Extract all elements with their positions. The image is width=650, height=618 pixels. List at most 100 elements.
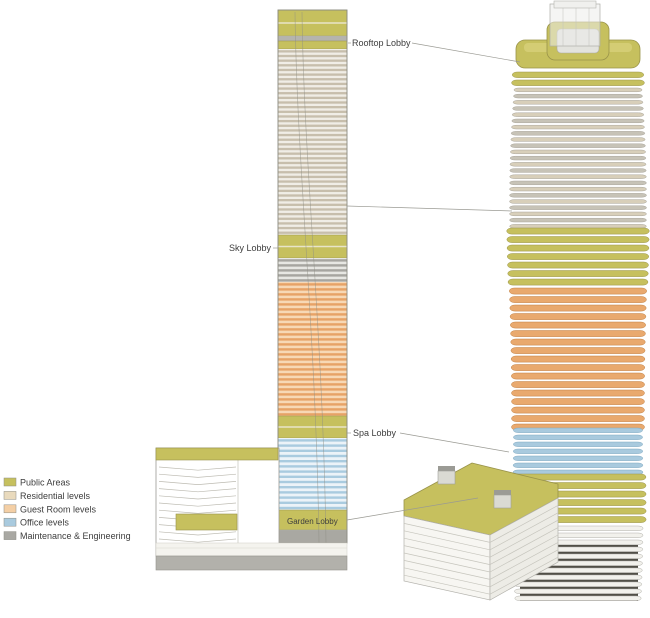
- axon-penthouse-top: [553, 0, 597, 9]
- floor-slab-guest: [509, 304, 647, 312]
- rooftop-leader-line: [411, 42, 521, 63]
- floor-slab-office: [513, 427, 643, 433]
- floor-slab-guest: [510, 364, 646, 371]
- floor-slab-residential: [509, 186, 647, 192]
- floor-slab-office: [512, 455, 644, 461]
- floor-slab-public: [507, 278, 649, 286]
- legend-label-guest: Guest Room levels: [20, 504, 97, 514]
- elevation-band-office: [278, 438, 347, 510]
- garden-leader-line: [346, 497, 479, 521]
- garden-lobby-label: Garden Lobby: [287, 517, 338, 526]
- floor-slab-residential: [509, 174, 647, 179]
- floor-slab-guest: [511, 389, 645, 397]
- legend-label-office: Office levels: [20, 518, 69, 528]
- floor-slab-public: [507, 270, 649, 277]
- floor-slab-residential: [509, 224, 647, 229]
- leader-lines: [273, 42, 521, 521]
- floor-slab-maintenance: [513, 581, 643, 587]
- tower-link-line: [346, 205, 513, 212]
- floor-slab-residential: [509, 162, 647, 167]
- floor-slab-guest: [510, 330, 646, 337]
- floor-slab-residential: [511, 124, 645, 130]
- floor-slab-maintenance: [514, 588, 642, 594]
- core-curve-line: [294, 11, 320, 544]
- floor-slab-guest: [509, 313, 647, 320]
- floor-slab-residential: [509, 217, 647, 223]
- floor-slab-guest: [510, 347, 646, 354]
- elevation-band-maintenance: [277, 529, 348, 544]
- floor-slab-residential: [509, 205, 647, 210]
- floor-slab-residential: [509, 155, 647, 161]
- floor-slab-residential: [512, 100, 644, 105]
- legend-label-public: Public Areas: [20, 478, 71, 488]
- roof-box-top: [494, 490, 511, 497]
- floor-slab-public: [507, 253, 649, 260]
- roof-box: [437, 470, 456, 485]
- legend-swatch-residential: [3, 491, 17, 500]
- floor-slab-guest: [511, 398, 645, 405]
- legend-swatch-office: [3, 517, 17, 527]
- floor-slab-public: [506, 236, 650, 243]
- rooftop-lobby-label: Rooftop Lobby: [352, 38, 411, 48]
- elevation-tower-view: [277, 9, 348, 544]
- ground-floor-band: [155, 542, 348, 557]
- podium-public-block: [175, 513, 238, 531]
- podium-face-right: [489, 497, 559, 601]
- floor-slab-residential: [511, 118, 645, 124]
- floor-slab-residential: [510, 143, 646, 148]
- elevation-band-public: [277, 40, 348, 50]
- floor-slab-guest: [511, 406, 645, 414]
- legend-swatch-public: [3, 477, 17, 487]
- core-curve-line: [301, 11, 327, 544]
- elevation-podium: [155, 447, 348, 571]
- floor-slab-residential: [509, 193, 647, 198]
- floor-slab-office: [513, 448, 643, 454]
- floor-slab-residential: [510, 149, 646, 155]
- floor-slab-maintenance: [514, 595, 642, 601]
- floor-slab-guest: [510, 338, 646, 346]
- podium-roof-band: [155, 447, 279, 461]
- legend-label-maintenance: Maintenance & Engineering: [20, 531, 131, 541]
- floor-slab-guest: [510, 321, 646, 329]
- floor-slab-guest: [510, 355, 646, 363]
- roof-box-top: [438, 466, 455, 473]
- elevation-band-residential: [278, 49, 347, 235]
- floor-slab-residential: [512, 106, 644, 111]
- floor-slab-office: [512, 462, 644, 468]
- floor-slab-residential: [513, 93, 643, 99]
- floor-slab-residential: [510, 131, 646, 136]
- spa-leader-line: [399, 432, 510, 453]
- axon-podium: [403, 462, 559, 601]
- axon-tower-view: [506, 0, 650, 601]
- floor-slab-guest: [509, 296, 647, 303]
- axon-penthouse-box: [549, 3, 601, 47]
- sky-lobby-label: Sky Lobby: [229, 243, 272, 253]
- legend-swatch-maintenance: [3, 531, 17, 540]
- ground-base-band: [155, 555, 348, 571]
- callout-labels: Rooftop Lobby Sky Lobby Spa Lobby Garden…: [229, 38, 411, 526]
- legend-swatch-guest: [3, 504, 17, 514]
- elevation-podium-body: [155, 447, 280, 557]
- floor-slab-public: [507, 261, 649, 269]
- floor-slab-guest: [509, 287, 647, 295]
- floor-slab-residential: [513, 87, 643, 93]
- roof-box: [493, 494, 512, 509]
- floor-slab-residential: [509, 211, 647, 217]
- legend-label-residential: Residential levels: [20, 491, 91, 501]
- floor-slab-public: [506, 244, 650, 252]
- floor-slab-guest: [511, 381, 645, 388]
- floor-slab-residential: [510, 137, 646, 142]
- floor-slab-residential: [509, 199, 647, 204]
- floor-slab-residential: [509, 180, 647, 186]
- floor-slab-public: [511, 79, 645, 86]
- floor-slab-residential: [509, 168, 647, 173]
- spa-lobby-label: Spa Lobby: [353, 428, 397, 438]
- floor-slab-residential: [511, 112, 645, 117]
- floor-slab-guest: [511, 372, 645, 380]
- elevation-band-maintenance: [277, 35, 348, 42]
- floor-slab-office: [513, 434, 643, 440]
- floor-slab-guest: [511, 415, 645, 422]
